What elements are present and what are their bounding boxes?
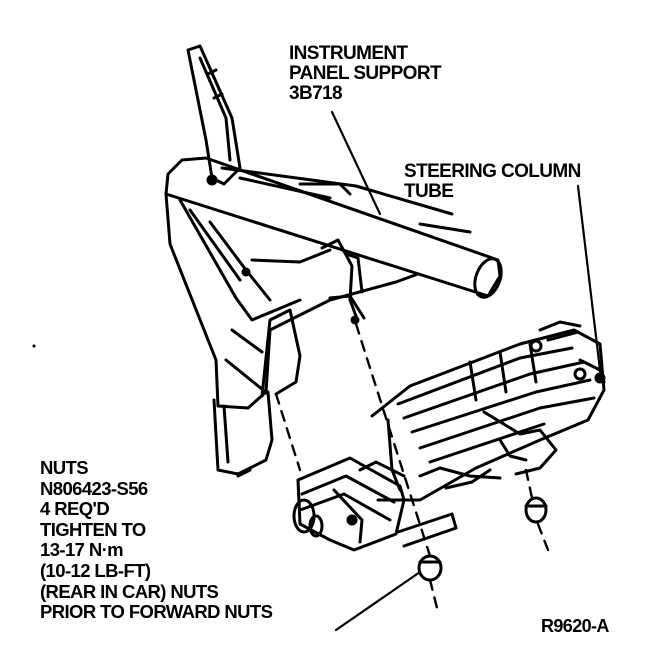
leader-instrument-panel-support — [330, 110, 382, 216]
center-bracket-ribs — [320, 238, 366, 325]
upper-mounting-bracket — [186, 44, 242, 186]
stray-dot — [32, 344, 36, 348]
label-line: 4 REQ'D — [40, 498, 110, 520]
label-line: (10-12 LB-FT) — [40, 559, 151, 581]
leader-lines — [330, 110, 602, 632]
label-line: STEERING COLUMN — [404, 161, 581, 182]
center-lower-nut — [417, 554, 443, 582]
label-line: PANEL SUPPORT — [289, 63, 442, 84]
label-line: TUBE — [404, 181, 454, 202]
label-line: NUTS — [40, 457, 89, 478]
label-line: (REAR IN CAR) NUTS — [40, 580, 219, 602]
label-line: 13-17 N·m — [40, 539, 124, 561]
figure-id: R9620-A — [541, 616, 609, 636]
label-line: 3B718 — [289, 83, 343, 104]
label-line: N806423-S56 — [40, 477, 148, 499]
label-line: PRIOR TO FORWARD NUTS — [40, 601, 273, 623]
instrument-panel-support-tube — [164, 156, 503, 299]
leader-steering-column-tube — [576, 184, 602, 372]
lower-support-plate — [212, 308, 302, 478]
right-lower-nut — [524, 496, 548, 524]
label-instrument-panel-support: INSTRUMENT PANEL SUPPORT 3B718 — [289, 43, 442, 104]
support-bracket-body — [164, 192, 420, 410]
label-line: INSTRUMENT — [289, 43, 408, 64]
label-nuts-note: NUTS N806423-S56 4 REQ'D TIGHTEN TO 13-1… — [40, 457, 273, 623]
steering-column-assembly — [370, 320, 606, 502]
label-steering-column-tube: STEERING COLUMN TUBE — [404, 162, 581, 202]
leader-nuts — [334, 570, 422, 632]
lower-column-end — [292, 456, 458, 552]
alignment-stud-lines — [274, 322, 550, 614]
label-line: TIGHTEN TO — [40, 518, 146, 540]
